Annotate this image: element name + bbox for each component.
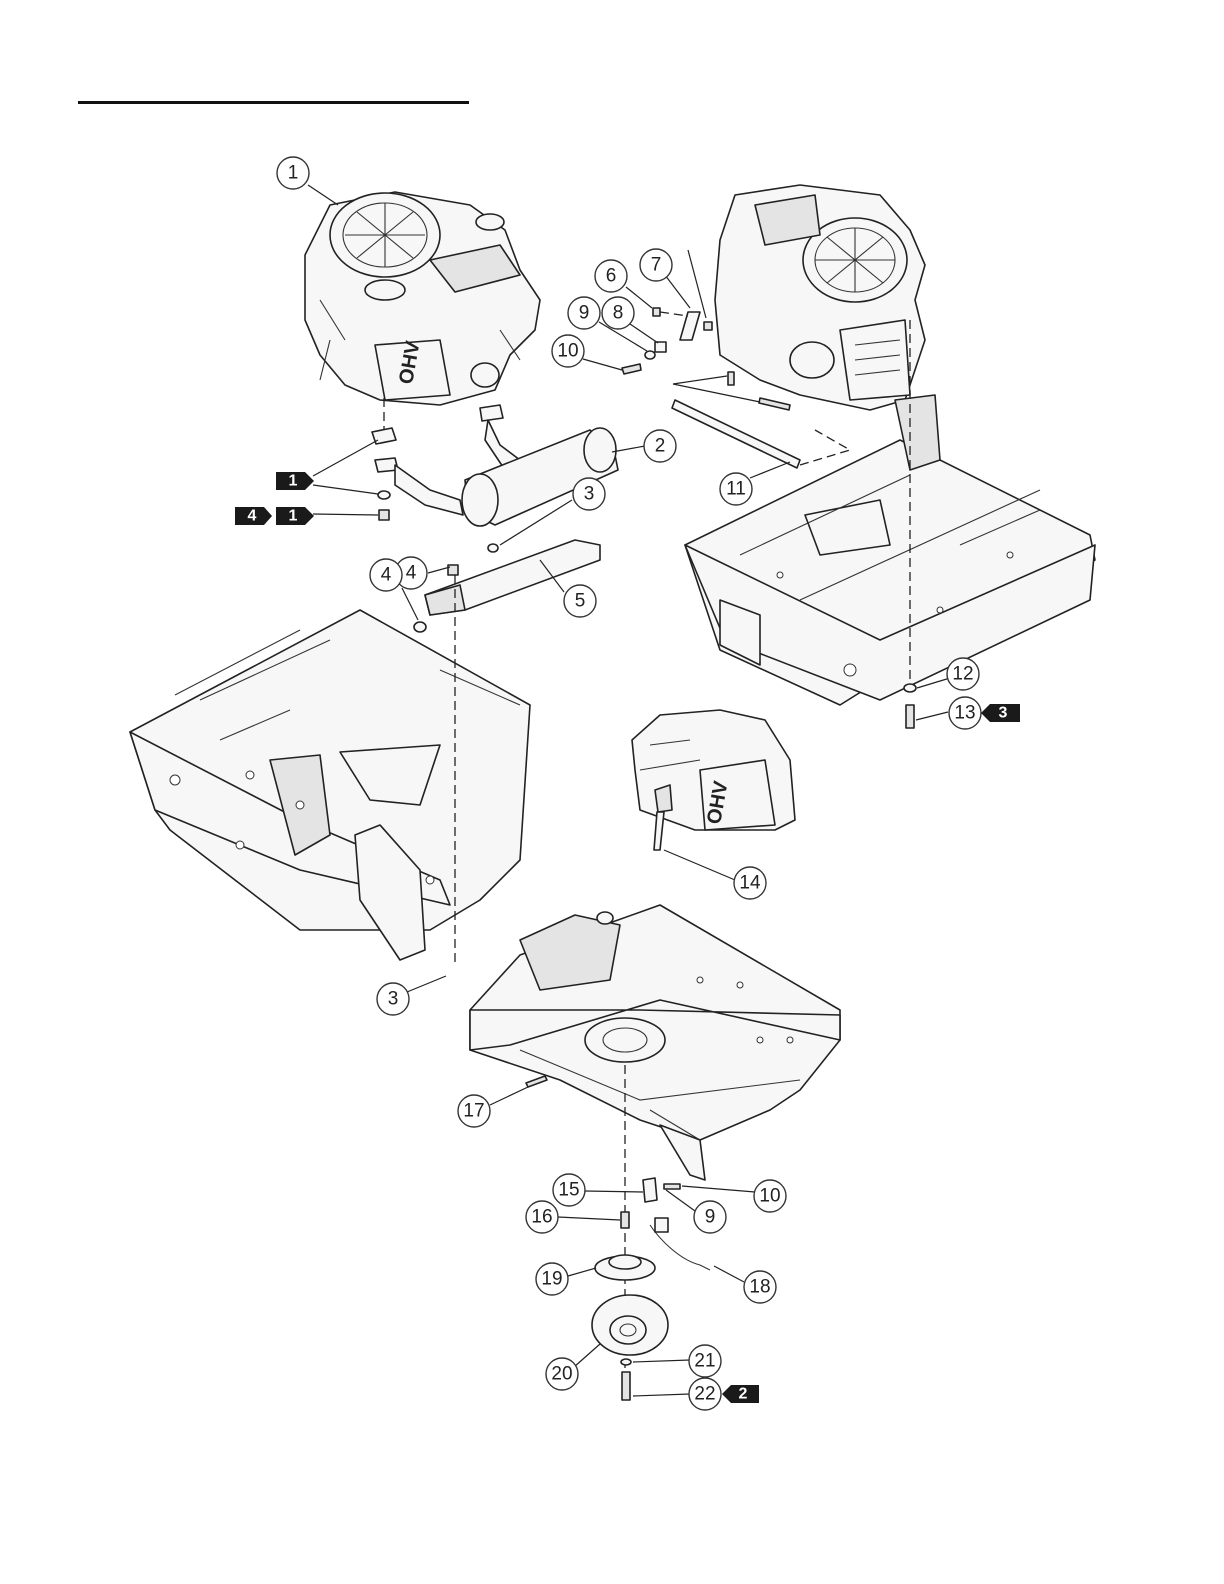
callout-3-bottom: 3 [377, 983, 409, 1015]
callout-18: 18 [744, 1271, 776, 1303]
callout-19: 19 [536, 1263, 568, 1295]
svg-text:13: 13 [954, 703, 975, 724]
callout-4-side: 4 [370, 559, 402, 591]
callout-14: 14 [734, 867, 766, 899]
inset-view: OHV [632, 710, 795, 850]
callout-12: 12 [947, 658, 979, 690]
svg-text:3: 3 [999, 705, 1008, 722]
svg-text:7: 7 [651, 255, 662, 276]
engine-left: OHV [305, 192, 540, 405]
svg-text:17: 17 [463, 1101, 484, 1122]
frame-bottom [470, 905, 840, 1180]
svg-text:1: 1 [288, 163, 299, 184]
svg-text:15: 15 [558, 1180, 579, 1201]
svg-text:4: 4 [406, 563, 417, 584]
flag-bolt-13: 3 [981, 704, 1020, 722]
svg-text:9: 9 [579, 303, 590, 324]
svg-text:1: 1 [289, 508, 298, 525]
callout-7: 7 [640, 249, 672, 281]
callout-10-top: 10 [552, 335, 584, 367]
svg-text:10: 10 [557, 341, 578, 362]
bolt-13 [906, 705, 914, 728]
flag-bolt-22: 2 [722, 1385, 759, 1403]
flag-nut-4: 4 [235, 507, 272, 525]
callout-8: 8 [602, 297, 634, 329]
svg-text:3: 3 [584, 484, 595, 505]
svg-text:22: 22 [694, 1384, 715, 1405]
callout-20: 20 [546, 1358, 578, 1390]
heat-shield [414, 540, 600, 632]
svg-text:20: 20 [551, 1364, 572, 1385]
callout-17: 17 [458, 1095, 490, 1127]
svg-text:4: 4 [381, 565, 392, 586]
callout-1: 1 [277, 157, 309, 189]
callout-11: 11 [720, 473, 752, 505]
svg-text:12: 12 [952, 664, 973, 685]
callout-5: 5 [564, 585, 596, 617]
callout-6: 6 [595, 260, 627, 292]
callout-22: 22 [689, 1378, 721, 1410]
svg-text:21: 21 [694, 1351, 715, 1372]
svg-text:6: 6 [606, 266, 617, 287]
gasket-stack [372, 398, 398, 520]
svg-text:1: 1 [289, 473, 298, 490]
svg-text:19: 19 [541, 1269, 562, 1290]
svg-text:16: 16 [531, 1207, 552, 1228]
callout-2: 2 [644, 430, 676, 462]
pin-17 [526, 1076, 547, 1087]
frame-left [130, 610, 530, 960]
svg-text:8: 8 [613, 303, 624, 324]
svg-text:2: 2 [739, 1386, 748, 1403]
svg-text:14: 14 [739, 873, 761, 894]
svg-text:4: 4 [248, 508, 257, 525]
callout-16: 16 [526, 1201, 558, 1233]
callout-21: 21 [689, 1345, 721, 1377]
svg-text:18: 18 [749, 1277, 770, 1298]
callout-15: 15 [553, 1174, 585, 1206]
callout-13: 13 [949, 697, 981, 729]
washer-12 [904, 684, 916, 692]
svg-text:10: 10 [759, 1186, 780, 1207]
svg-text:2: 2 [655, 436, 666, 457]
callout-3-muffler: 3 [573, 478, 605, 510]
flag-gasket: 1 [276, 472, 314, 490]
svg-text:11: 11 [726, 479, 746, 500]
svg-text:3: 3 [388, 989, 399, 1010]
callout-10-bottom: 10 [754, 1180, 786, 1212]
engine-right [715, 185, 925, 410]
svg-text:9: 9 [705, 1207, 716, 1228]
callout-9-bottom: 9 [694, 1201, 726, 1233]
svg-text:5: 5 [575, 591, 586, 612]
flag-nut-1: 1 [276, 507, 314, 525]
throttle-bracket-parts [622, 308, 712, 374]
callout-9-top: 9 [568, 297, 600, 329]
